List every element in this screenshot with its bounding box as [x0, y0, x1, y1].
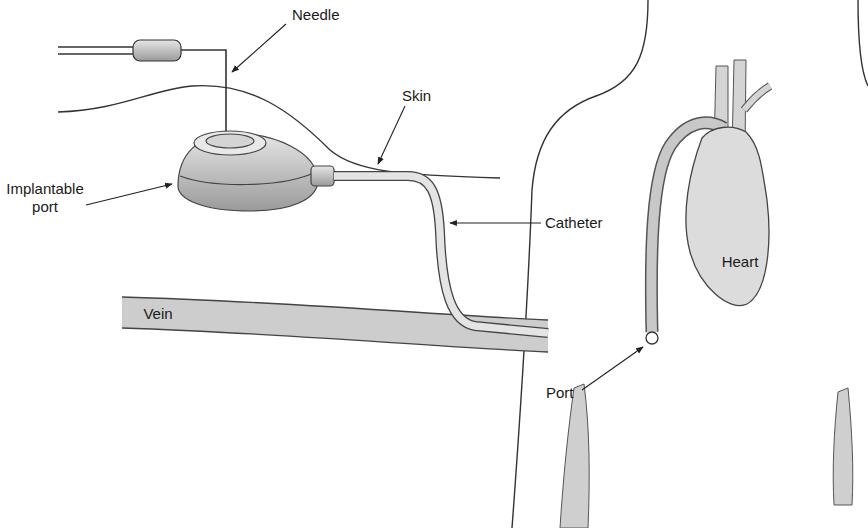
leader-line — [86, 24, 643, 390]
needle — [58, 40, 226, 142]
part-label: Needle — [292, 6, 340, 24]
heart-shape: Heart — [630, 50, 810, 350]
port-symbol — [646, 332, 658, 344]
part-label: Implantable port — [4, 180, 86, 216]
torso-outline — [512, 0, 868, 528]
vein-band-outline — [115, 285, 555, 360]
part-label: Catheter — [545, 214, 603, 232]
part-label: Skin — [402, 87, 431, 105]
node-label: Vein — [143, 305, 172, 323]
implantable-port — [178, 131, 334, 211]
vein-band: Vein — [115, 285, 555, 360]
node-label: Heart — [722, 253, 759, 271]
catheter — [334, 176, 548, 333]
part-label: Port — [546, 384, 574, 402]
arm — [560, 384, 853, 528]
catheter — [334, 176, 548, 333]
heart-shape-outline — [630, 50, 810, 350]
